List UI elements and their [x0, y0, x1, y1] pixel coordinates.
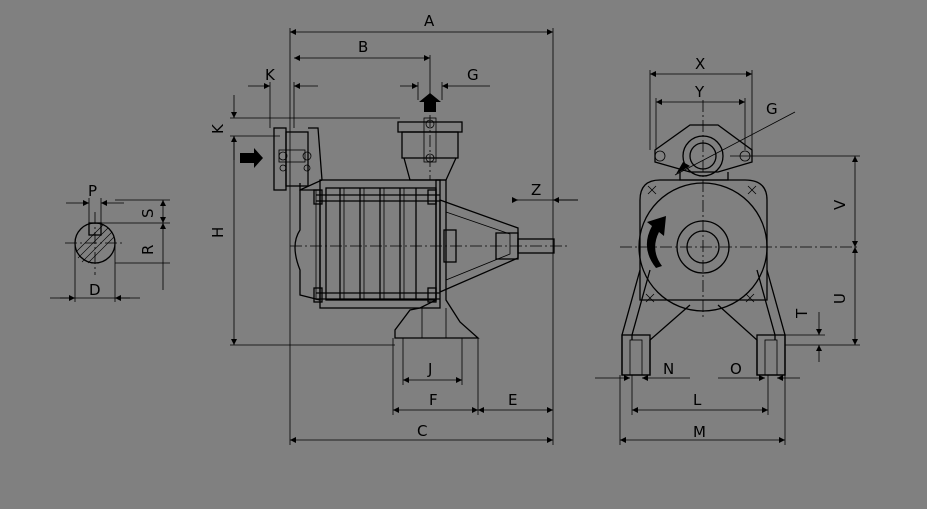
dim-label-n: N [663, 360, 674, 378]
dim-label-l: L [693, 391, 702, 409]
shaft-key-detail [50, 198, 170, 302]
dim-label-k-top: K [265, 66, 276, 84]
dim-label-c: C [417, 422, 427, 440]
dim-label-g-top: G [467, 66, 479, 84]
dim-label-t: T [793, 308, 811, 319]
dim-label-r: R [139, 245, 157, 255]
dim-label-d: D [89, 281, 101, 299]
dim-label-o: O [730, 360, 742, 378]
dim-label-k-side: K [209, 123, 227, 134]
dim-label-z: Z [531, 181, 541, 199]
side-view-pump [240, 93, 570, 339]
dim-label-p: P [88, 182, 97, 200]
dim-label-j: J [427, 360, 432, 378]
dim-label-v: V [831, 199, 849, 210]
dim-label-y: Y [694, 83, 705, 101]
dim-label-g-front: G [766, 100, 778, 118]
dim-label-f: F [429, 391, 438, 409]
dim-label-a: A [424, 12, 435, 30]
dim-label-b: B [358, 38, 368, 56]
dim-label-x: X [695, 55, 705, 73]
dim-label-m: M [693, 423, 706, 441]
front-view-pump [620, 100, 860, 376]
dim-label-s: S [139, 208, 157, 218]
side-view-dimensions [230, 28, 578, 445]
front-view-dimensions [595, 70, 860, 445]
dimension-labels: A B K G K H Z J F E C P S R D X Y G V U … [88, 12, 849, 441]
dim-label-e: E [508, 391, 517, 409]
dim-label-h: H [209, 227, 227, 238]
dim-label-u: U [831, 293, 849, 304]
